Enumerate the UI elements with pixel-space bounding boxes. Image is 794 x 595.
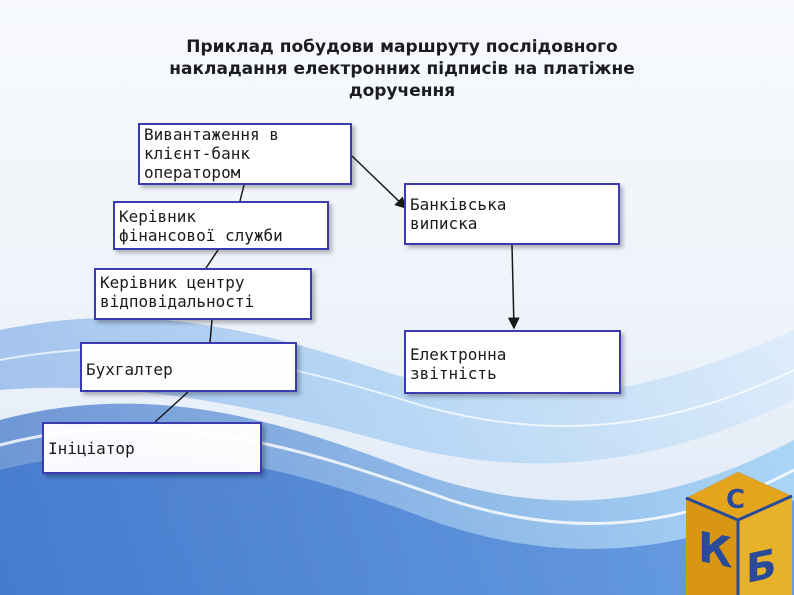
node-center-head: Керівник центру відповідальності (94, 268, 312, 320)
ksb-logo: К С Б (685, 472, 793, 595)
node-e-reporting: Електронна звітність (404, 330, 621, 394)
node-bank-statement: Банківська виписка (404, 183, 620, 245)
node-text: Вивантаження в (144, 125, 279, 144)
title-line: Приклад побудови маршруту послідовного (186, 37, 618, 57)
slide-title: Приклад побудови маршруту послідовного н… (120, 36, 684, 102)
node-text: звітність (410, 364, 497, 383)
logo-letter-s: С (726, 485, 745, 515)
logo-letter-k: К (698, 523, 733, 579)
node-text: оператором (144, 163, 241, 182)
logo-letter-b: Б (746, 539, 776, 593)
title-line: накладання електронних підписів на платі… (169, 59, 635, 79)
node-text: виписка (410, 214, 478, 233)
node-text: Банківська (410, 195, 507, 214)
node-text: Керівник центру (100, 273, 245, 292)
node-text: Керівник (119, 207, 197, 226)
node-text: Ініціатор (48, 439, 135, 458)
node-finance-head: Керівник фінансової служби (113, 201, 329, 250)
node-text: клієнт-банк (144, 144, 250, 163)
node-text: фінансової служби (119, 226, 283, 245)
node-uploader: Вивантаження в клієнт-банк оператором (138, 123, 352, 185)
title-line: доручення (348, 81, 456, 101)
node-accountant: Бухгалтер (80, 342, 297, 392)
node-text: відповідальності (100, 292, 255, 311)
node-initiator: Ініціатор (42, 422, 262, 474)
node-text: Електронна (410, 345, 507, 364)
node-text: Бухгалтер (86, 360, 173, 379)
